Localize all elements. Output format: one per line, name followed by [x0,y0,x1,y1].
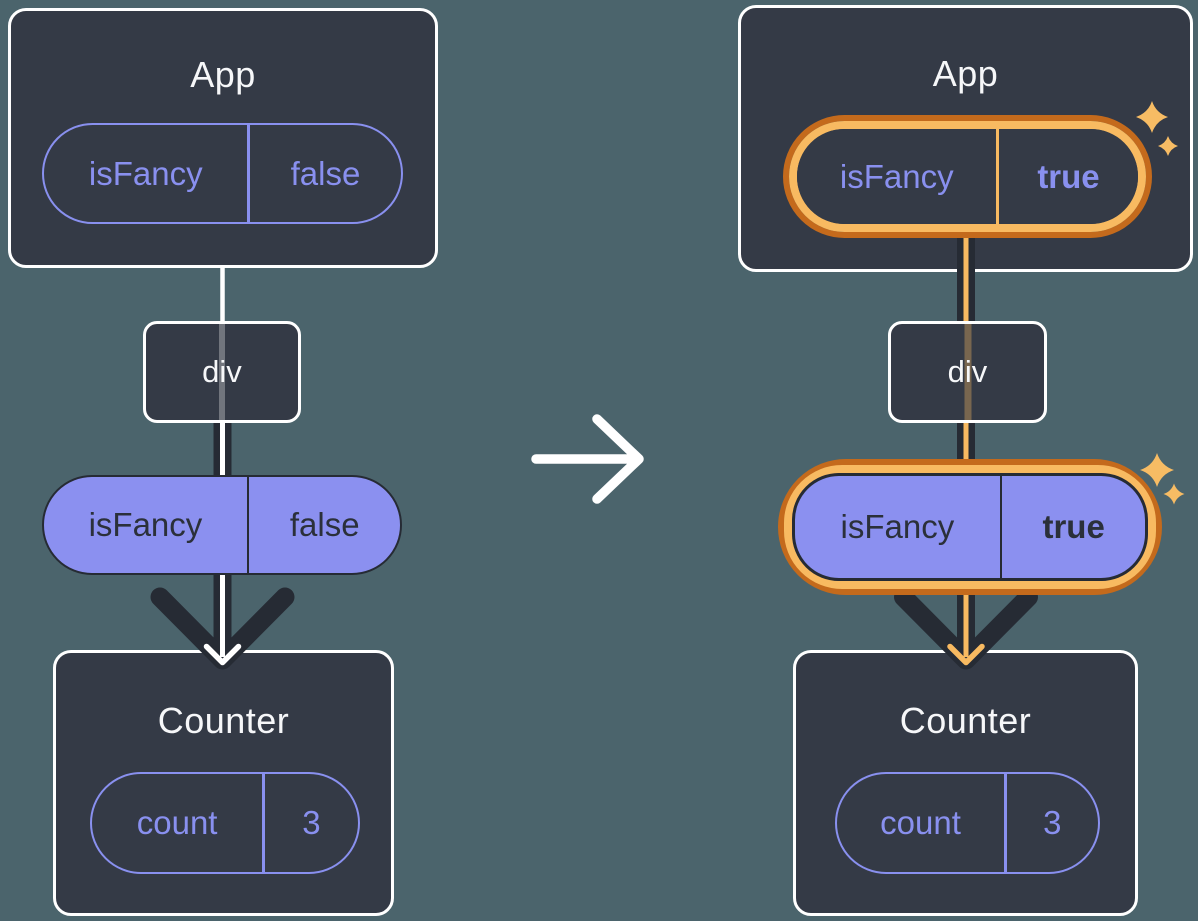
state-name: count [880,804,961,841]
prop-line-through-div [964,324,971,420]
prop-pill-before: isFancy false [42,475,402,575]
state-value: false [290,154,361,192]
app-state-pill-before: isFancy false [42,123,403,224]
app-state-pill-after-highlight: isFancy true [783,115,1152,238]
app-title-before: App [190,54,256,95]
app-state-pill-after: isFancy true [797,129,1138,224]
arrow-down-icon-after [894,228,1038,670]
arrow-right-icon [531,414,644,504]
counter-state-pill-before: count 3 [90,772,360,874]
highlight-ring: isFancy true [789,121,1146,232]
prop-value: false [289,506,360,543]
state-value: true [1037,157,1100,195]
counter-title-after: Counter [899,700,1032,741]
counter-state-pill-after: count 3 [835,772,1100,874]
state-name: count [136,804,218,841]
div-box-after: div [888,321,1047,423]
pill-divider [999,476,1003,578]
pill-divider [262,774,265,872]
pill-divider [246,477,250,573]
pill-divider [247,125,250,222]
pill-divider [996,129,999,224]
state-name: isFancy [839,157,954,195]
prop-line-through-div [219,324,225,420]
prop-value: true [1042,508,1105,545]
prop-pill-after-highlight: isFancy true [778,459,1162,595]
div-label-after: div [947,354,988,389]
pill-divider [1004,774,1007,872]
prop-name: isFancy [840,508,955,545]
div-box-before: div [143,321,301,423]
app-title-after: App [932,53,999,94]
sparkle-icon [1163,483,1185,505]
state-value: 3 [302,804,321,841]
counter-title-before: Counter [157,700,290,741]
state-name: isFancy [88,154,203,192]
prop-pill-after: isFancy true [792,473,1148,581]
state-value: 3 [1043,804,1062,841]
div-label-before: div [202,354,242,389]
highlight-ring: isFancy true [784,465,1156,589]
prop-name: isFancy [88,506,203,543]
